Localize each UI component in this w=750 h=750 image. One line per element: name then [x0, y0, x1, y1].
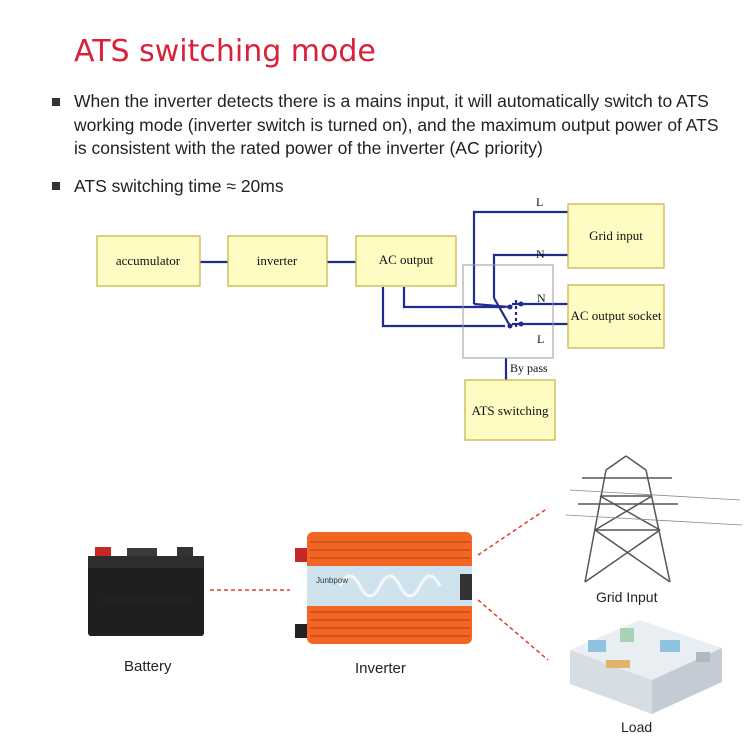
inverter-illustration	[295, 532, 472, 644]
battery-illustration	[88, 547, 204, 636]
load-caption: Load	[621, 719, 653, 735]
bullet-text-switch-time: ATS switching time ≈ 20ms	[74, 176, 284, 196]
wire-label-l-top: L	[536, 195, 543, 209]
dashed-inverter-load	[477, 599, 549, 661]
block-inverter: inverter	[257, 253, 298, 268]
wire-label-l-bottom: L	[537, 332, 544, 346]
bullet-marker	[52, 98, 60, 106]
battery-caption: Battery	[124, 658, 172, 675]
bullet-marker	[52, 182, 60, 190]
block-grid-input: Grid input	[589, 228, 643, 243]
wire-label-n-top: N	[536, 247, 545, 261]
bullet-text-ats-mode: When the inverter detects there is a mai…	[74, 91, 719, 158]
inverter-brand: Junbpow	[316, 576, 348, 585]
block-ac-output: AC output	[379, 252, 434, 267]
block-accumulator: accumulator	[116, 253, 181, 268]
power-tower-illustration	[565, 455, 743, 583]
wire-label-bypass: By pass	[510, 361, 548, 375]
page-title: ATS switching mode	[74, 34, 376, 69]
wire-label-n-mid: N	[537, 291, 546, 305]
inverter-caption: Inverter	[355, 660, 406, 677]
block-ats-switching: ATS switching	[472, 403, 549, 418]
house-load-illustration	[570, 620, 722, 714]
dashed-inverter-grid	[477, 507, 549, 556]
block-ac-output-socket: AC output socket	[571, 308, 662, 323]
grid-input-caption: Grid Input	[596, 589, 658, 605]
